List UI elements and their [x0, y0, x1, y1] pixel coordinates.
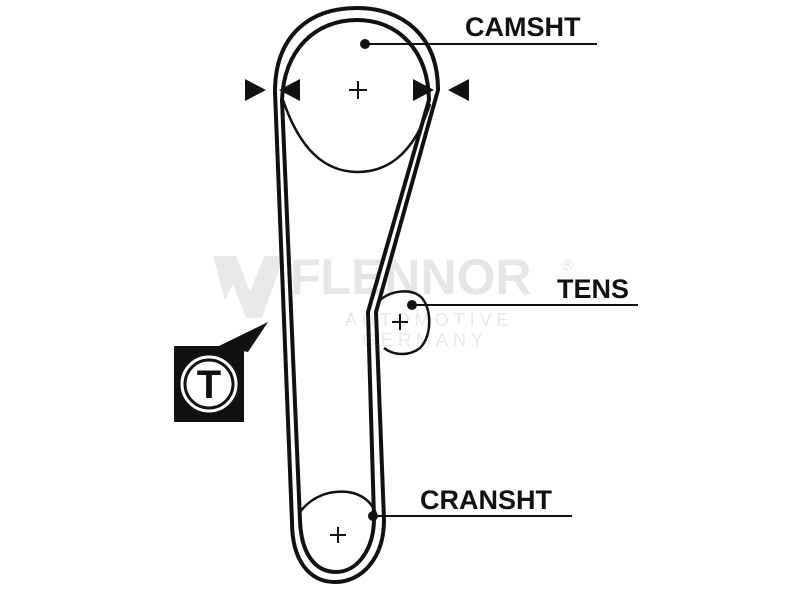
watermark-brand: FLENNOR [290, 249, 532, 305]
left-arrow-right-pointing-icon [245, 79, 266, 101]
right-arrow-right-pointing-icon [413, 79, 434, 101]
left-arrow-left-pointing-icon [279, 79, 300, 101]
belt-type-symbol: T [174, 322, 268, 422]
belt-inner-edge [280, 18, 431, 574]
camshaft-sprocket-outline [281, 99, 432, 174]
timing-belt [273, 6, 440, 584]
belt-type-pointer-icon [219, 322, 268, 352]
camshaft-label: CAMSHT [465, 12, 581, 42]
belt-type-ring [183, 358, 235, 410]
watermark-line2: GERMANY [362, 330, 488, 350]
belt-outer-edge [273, 6, 440, 584]
right-arrow-left-pointing-icon [448, 79, 469, 101]
crankshaft-sprocket [299, 490, 378, 543]
belt-type-letter: T [197, 363, 221, 407]
belt-tension-measure-arrows [245, 79, 469, 101]
tensioner-pulley [379, 290, 431, 356]
crankshaft-label: CRANSHT [420, 485, 553, 515]
watermark-registered: ® [562, 257, 574, 274]
camshaft-sprocket [281, 81, 432, 174]
tensioner-pulley-outline [379, 290, 431, 356]
watermark: FLENNOR ® AUTOMOTIVE GERMANY [213, 249, 574, 350]
crankshaft-sprocket-outline [299, 490, 378, 515]
watermark-line1: AUTOMOTIVE [345, 310, 514, 330]
watermark-logo-icon [213, 256, 284, 318]
tensioner-label: TENS [557, 274, 629, 304]
